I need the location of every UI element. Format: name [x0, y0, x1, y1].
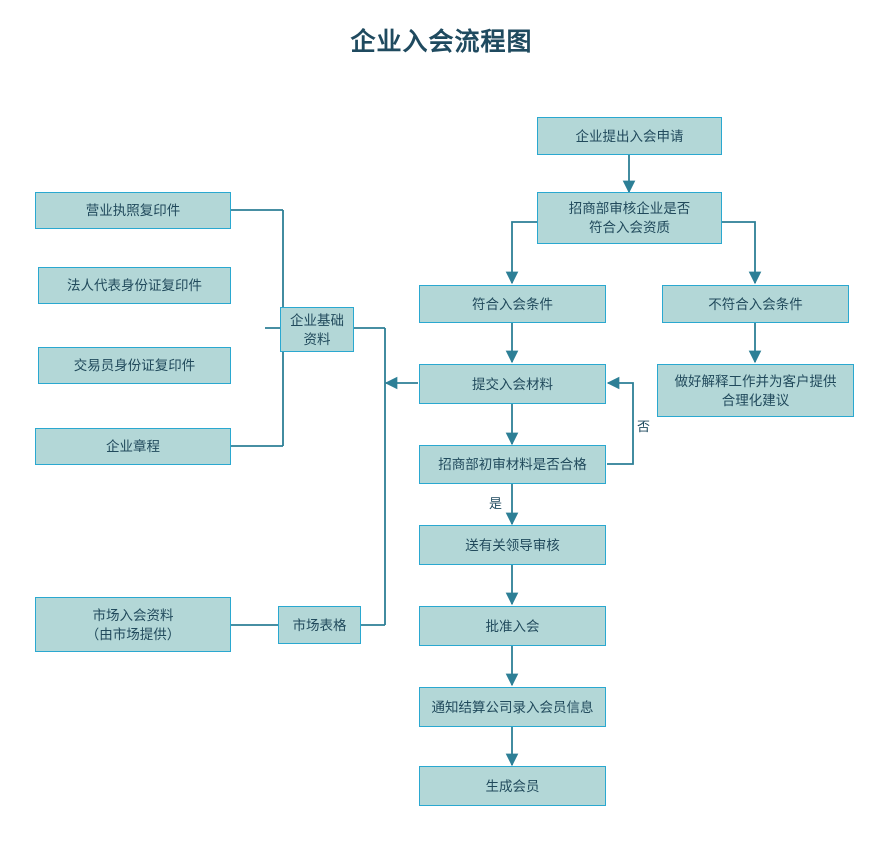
- edge-label-yes: 是: [489, 496, 503, 511]
- node-market-form-label: 市场表格: [292, 617, 347, 633]
- node-qualified-label: 符合入会条件: [472, 296, 553, 312]
- node-leader-review[interactable]: 送有关领导审核: [419, 525, 606, 565]
- node-review-qualification[interactable]: 招商部审核企业是否 符合入会资质: [537, 192, 722, 244]
- edge-label-no: 否: [637, 419, 651, 434]
- node-create-member[interactable]: 生成会员: [419, 766, 606, 806]
- node-doc-license-label: 营业执照复印件: [85, 203, 181, 218]
- node-qualified[interactable]: 符合入会条件: [419, 285, 606, 323]
- node-doc-license[interactable]: 营业执照复印件: [35, 192, 231, 229]
- node-apply-label: 企业提出入会申请: [575, 128, 684, 144]
- node-submit-materials[interactable]: 提交入会材料: [419, 364, 606, 404]
- node-not-qualified-label: 不符合入会条件: [708, 296, 803, 312]
- node-not-qualified[interactable]: 不符合入会条件: [662, 285, 849, 323]
- node-review-qualification-line1: 招商部审核企业是否: [568, 201, 691, 216]
- node-doc-legal-id[interactable]: 法人代表身份证复印件: [38, 267, 231, 304]
- node-submit-materials-label: 提交入会材料: [472, 376, 553, 392]
- node-apply[interactable]: 企业提出入会申请: [537, 117, 722, 155]
- page-title: 企业入会流程图: [350, 28, 533, 56]
- node-notify-clearing[interactable]: 通知结算公司录入会员信息: [419, 687, 606, 727]
- node-notify-clearing-label: 通知结算公司录入会员信息: [431, 699, 594, 715]
- node-first-review[interactable]: 招商部初审材料是否合格: [419, 445, 606, 484]
- node-doc-trader-id[interactable]: 交易员身份证复印件: [38, 347, 231, 384]
- node-explain[interactable]: 做好解释工作并为客户提供 合理化建议: [657, 364, 854, 417]
- node-approve[interactable]: 批准入会: [419, 606, 606, 646]
- node-base-materials-line2: 资料: [303, 331, 331, 347]
- edge-first-review-no-loop: [606, 376, 634, 465]
- node-doc-articles-label: 企业章程: [106, 439, 160, 454]
- node-create-member-label: 生成会员: [485, 778, 540, 794]
- node-review-qualification-line2: 符合入会资质: [589, 220, 670, 235]
- node-doc-legal-id-label: 法人代表身份证复印件: [67, 278, 202, 293]
- node-market-form[interactable]: 市场表格: [278, 606, 361, 644]
- node-market-materials-line2: （由市场提供）: [85, 626, 181, 642]
- node-market-materials[interactable]: 市场入会资料 （由市场提供）: [35, 597, 231, 652]
- node-base-materials-line1: 企业基础: [290, 312, 344, 328]
- node-explain-line2: 合理化建议: [721, 392, 790, 408]
- node-explain-line1: 做好解释工作并为客户提供: [674, 373, 837, 389]
- node-doc-articles[interactable]: 企业章程: [35, 428, 231, 465]
- node-first-review-label: 招商部初审材料是否合格: [438, 457, 587, 472]
- node-doc-trader-id-label: 交易员身份证复印件: [73, 358, 196, 373]
- node-approve-label: 批准入会: [485, 618, 540, 634]
- edge-review-to-qualified: [505, 221, 537, 285]
- edge-review-to-not-qualified: [722, 221, 762, 285]
- node-base-materials[interactable]: 企业基础 资料: [280, 307, 354, 352]
- node-leader-review-label: 送有关领导审核: [465, 537, 560, 553]
- node-market-materials-line1: 市场入会资料: [92, 607, 174, 623]
